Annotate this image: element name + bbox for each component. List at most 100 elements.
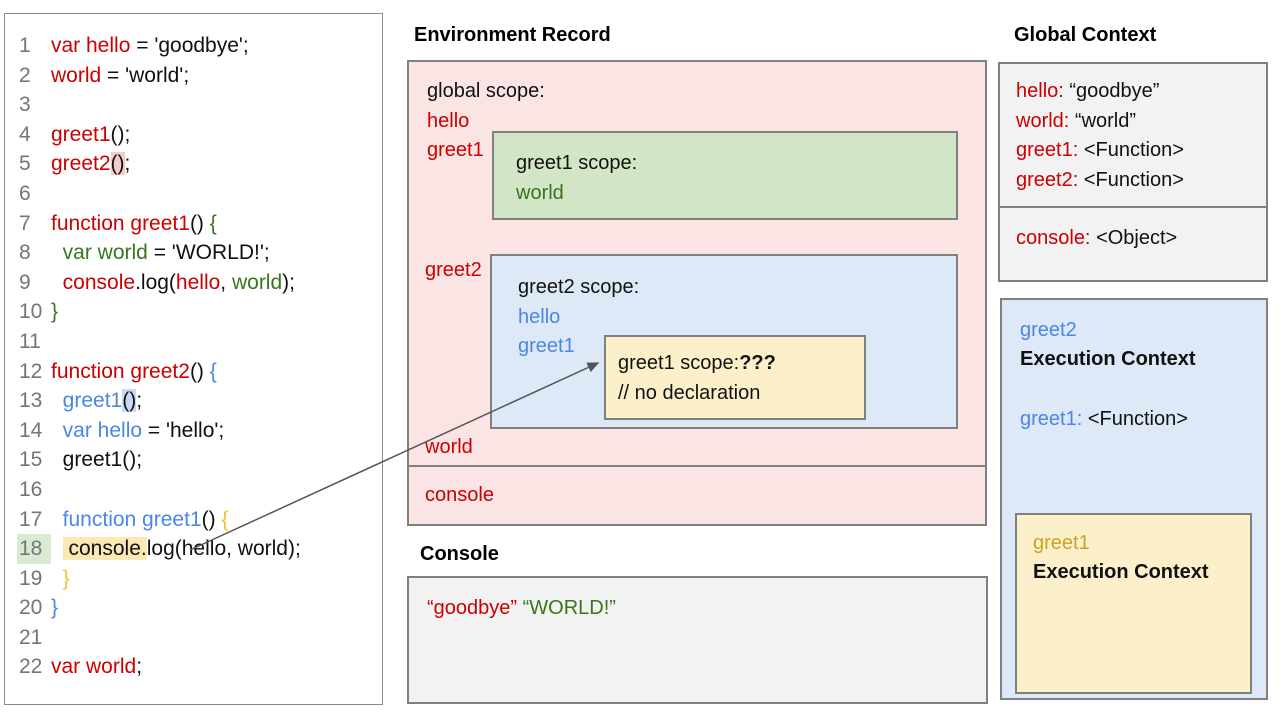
code-line-9: 9 console.log(hello, world); (17, 268, 378, 298)
global-context-box: hello: “goodbye” world: “world” greet1: … (998, 62, 1268, 282)
code-token (51, 448, 63, 471)
console-output-world: “WORLD!” (522, 597, 616, 619)
code-token: ; (124, 152, 131, 176)
greet1-scope-var-world: world (516, 181, 564, 204)
code-line-6: 6 (17, 179, 378, 209)
console-output-box: “goodbye” “WORLD!” (407, 576, 988, 704)
code-token (51, 241, 63, 264)
code-token: var world (62, 241, 148, 265)
line-number: 21 (19, 625, 43, 649)
context-row: console: <Object> (1016, 224, 1266, 254)
code-line-19: 19 } (17, 564, 378, 594)
code-line-15: 15 greet1(); (17, 445, 378, 475)
code-token: = 'hello'; (142, 418, 225, 442)
code-token (51, 419, 63, 442)
row-key: console: (1016, 227, 1091, 249)
context-row: hello: “goodbye” (1016, 77, 1266, 107)
code-token: log(hello, world); (146, 537, 301, 561)
global-var-greet1: greet1 (427, 139, 484, 161)
code-line-11: 11 (17, 327, 378, 357)
code-token: () (189, 211, 210, 235)
code-line-22: 22 var world; (17, 652, 378, 682)
code-line-20: 20} (17, 593, 378, 623)
environment-record-title: Environment Record (414, 24, 611, 46)
global-var-greet2: greet2 (425, 259, 482, 281)
greet2-scope-label: greet2 scope: (518, 276, 640, 298)
greet2-scope-var-greet1: greet1 (518, 335, 575, 357)
code-token: greet1(); (62, 448, 143, 472)
code-token: function greet2 (51, 359, 190, 383)
code-line-13: 13 greet1(); (17, 386, 378, 416)
code-token: var world (51, 655, 137, 679)
global-context-console: console: <Object> (1000, 208, 1266, 280)
code-token: world (51, 63, 102, 87)
code-token: } (62, 566, 70, 590)
line-number: 16 (19, 477, 43, 501)
code-token: (); (110, 122, 131, 146)
line-number: 18 (17, 534, 51, 564)
greet2-scope-box: greet2 scope: hello greet1 greet1 scope:??… (490, 254, 958, 429)
code-line-17: 17 function greet1() { (17, 505, 378, 535)
code-token: = 'WORLD!'; (147, 241, 270, 265)
code-token: greet1 (51, 122, 111, 146)
line-number: 22 (19, 655, 43, 679)
nested-greet1-scope-unknown: ??? (739, 352, 776, 374)
code-token: = 'world'; (101, 63, 190, 87)
greet2-scope-var-hello: hello (518, 305, 561, 328)
row-key: greet2: (1016, 168, 1079, 191)
code-token: () (122, 389, 137, 413)
greet1-context-name: greet1 (1033, 532, 1090, 554)
global-console-box: console (407, 465, 987, 526)
code-line-3: 3 (17, 90, 378, 120)
line-number: 13 (19, 389, 43, 413)
line-number: 2 (19, 63, 31, 87)
line-number: 3 (19, 93, 31, 117)
code-token (51, 389, 63, 412)
line-number: 14 (19, 418, 43, 442)
context-row: greet1: <Function> (1016, 136, 1266, 166)
row-value: <Function> (1087, 408, 1188, 430)
code-token: console (62, 270, 136, 294)
console-output-goodbye: “goodbye” (427, 597, 518, 619)
line-number: 11 (19, 329, 41, 353)
code-line-16: 16 (17, 475, 378, 505)
code-token: .log( (135, 270, 176, 294)
code-token: ; (136, 655, 143, 679)
code-token: var hello (62, 418, 143, 442)
code-line-14: 14 var hello = 'hello'; (17, 416, 378, 446)
global-var-world: world (425, 436, 473, 458)
code-token (51, 567, 63, 590)
greet2-context-name: greet2 (1020, 319, 1077, 341)
row-value: <Function> (1083, 139, 1184, 161)
row-value: “world” (1074, 109, 1137, 132)
row-key: hello: (1016, 80, 1064, 102)
code-token: world (231, 270, 283, 294)
row-key: greet1: (1016, 139, 1079, 161)
code-token: { (209, 211, 217, 235)
row-value: “goodbye” (1069, 80, 1160, 102)
code-token: = 'goodbye'; (130, 34, 249, 57)
line-number: 7 (19, 211, 31, 235)
code-token (51, 508, 63, 531)
code-line-4: 4 greet1(); (17, 120, 378, 150)
greet1-execution-context-box: greet1 Execution Context (1015, 513, 1252, 694)
line-number: 4 (19, 122, 31, 146)
line-number: 17 (19, 507, 43, 531)
nested-greet1-scope-box: greet1 scope:???// no declaration (604, 335, 866, 420)
row-value: <Object> (1096, 227, 1178, 249)
code-token: { (221, 507, 229, 531)
code-token: greet2 (51, 152, 111, 176)
code-token: hello (175, 270, 221, 294)
row-value: <Function> (1083, 168, 1184, 191)
code-token: ); (282, 270, 295, 294)
code-token: greet1 (62, 389, 123, 413)
code-token: , (220, 270, 232, 294)
code-line-10: 10} (17, 297, 378, 327)
code-token: () (189, 359, 210, 383)
nested-greet1-scope-label: greet1 scope: (618, 352, 740, 374)
